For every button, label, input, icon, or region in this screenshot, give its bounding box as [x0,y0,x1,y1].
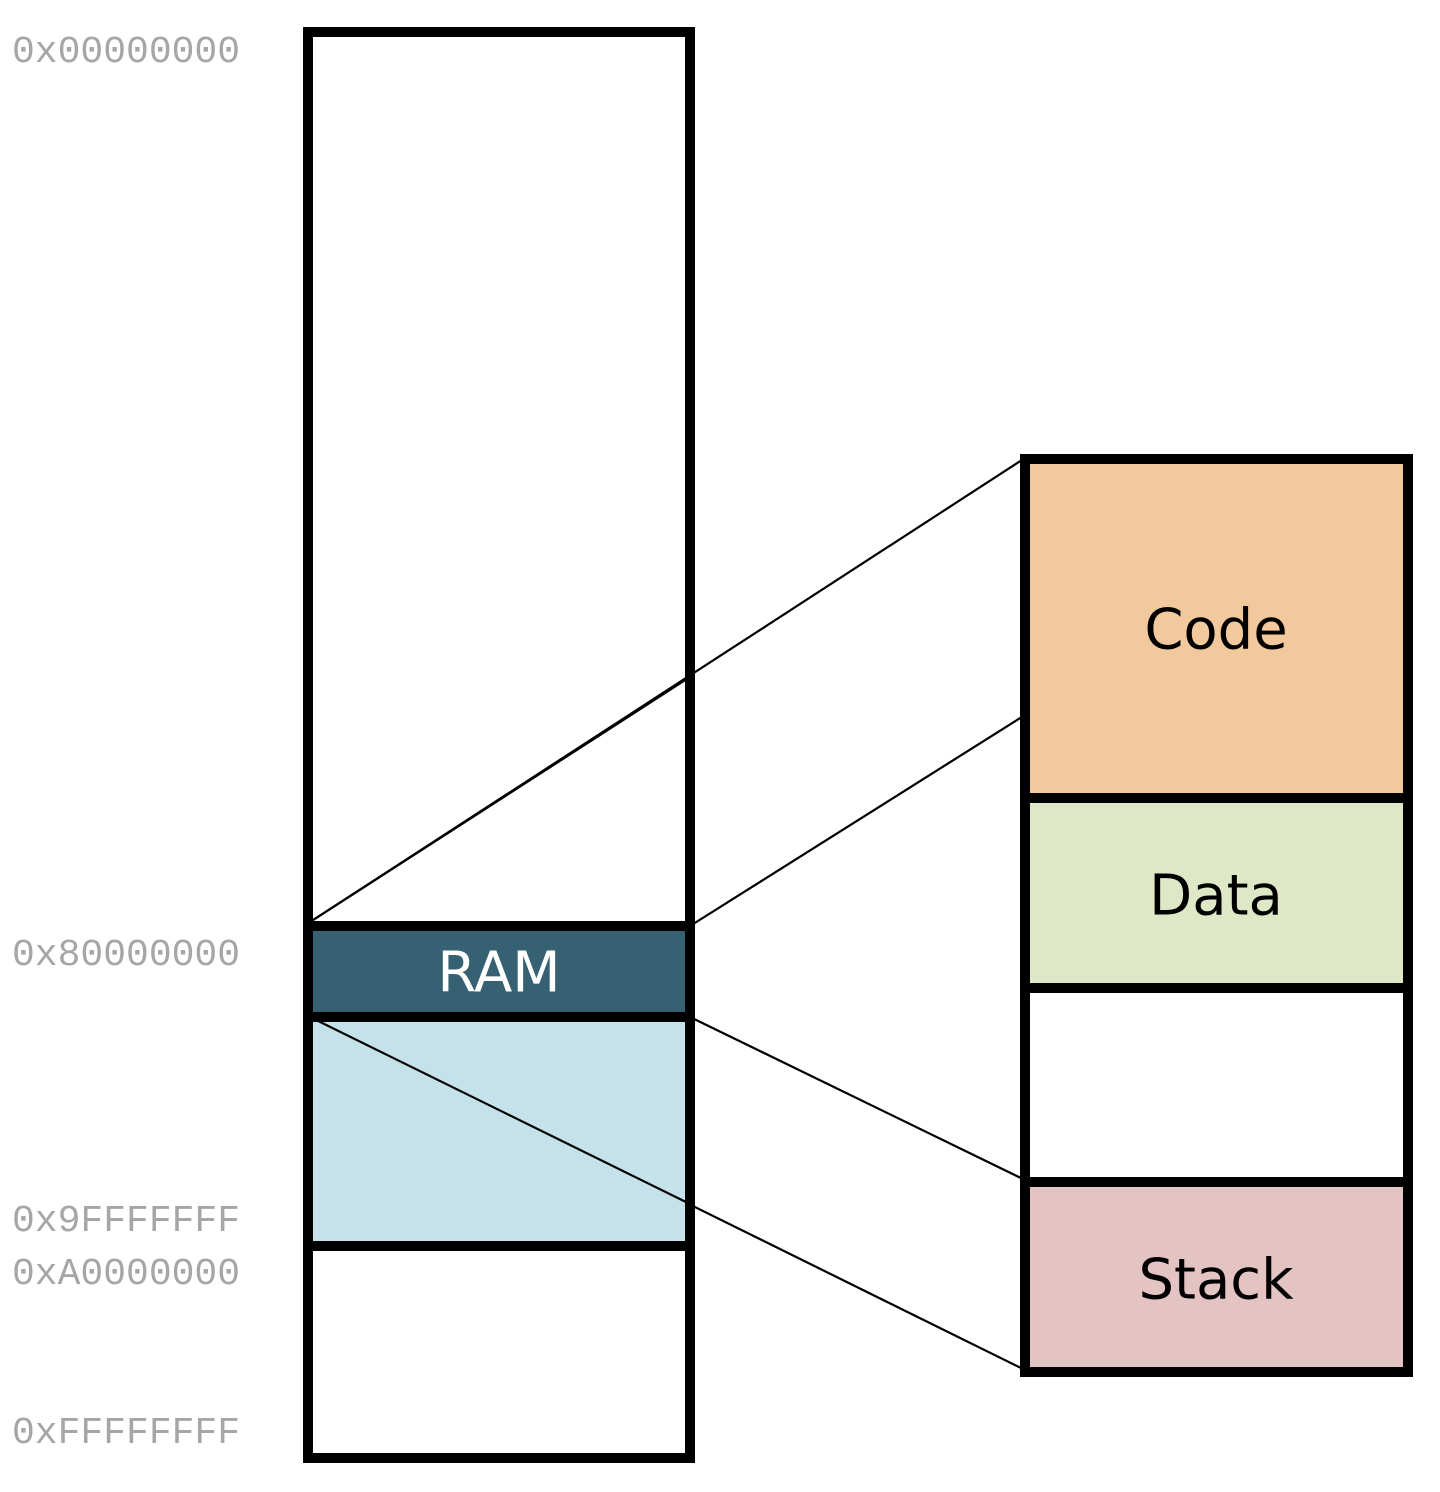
connector-bottom-inner [689,1016,1026,1181]
stack-segment [1025,1182,1408,1372]
address-start: 0x00000000 [12,31,240,74]
address-next-region: 0xA0000000 [12,1253,240,1296]
code-segment [1025,459,1408,798]
free-segment [1025,988,1408,1182]
address-space-outline [303,27,695,1463]
connector-top-outer-overlay [309,676,691,923]
stack-label: Stack [1138,1248,1294,1313]
ram-layout-column: Code Data Stack [1020,454,1413,1377]
connector-bottom-outer-overlay [309,1016,691,1205]
address-labels: 0x00000000 0x80000000 0x9FFFFFFF 0xA0000… [12,31,240,1455]
code-label: Code [1144,598,1287,663]
address-space-column: RAM [303,27,695,1463]
address-ram-mirror-end: 0x9FFFFFFF [12,1200,240,1243]
ram-label: RAM [437,941,560,1006]
data-segment [1025,798,1408,988]
address-ram-start: 0x80000000 [12,934,240,977]
data-label: Data [1149,864,1283,929]
ram-layout-outline [1020,454,1413,1377]
connector-top-inner [689,714,1026,927]
address-end: 0xFFFFFFFF [12,1412,240,1455]
ram-region [308,926,690,1017]
ram-mirror-region [308,1017,690,1246]
